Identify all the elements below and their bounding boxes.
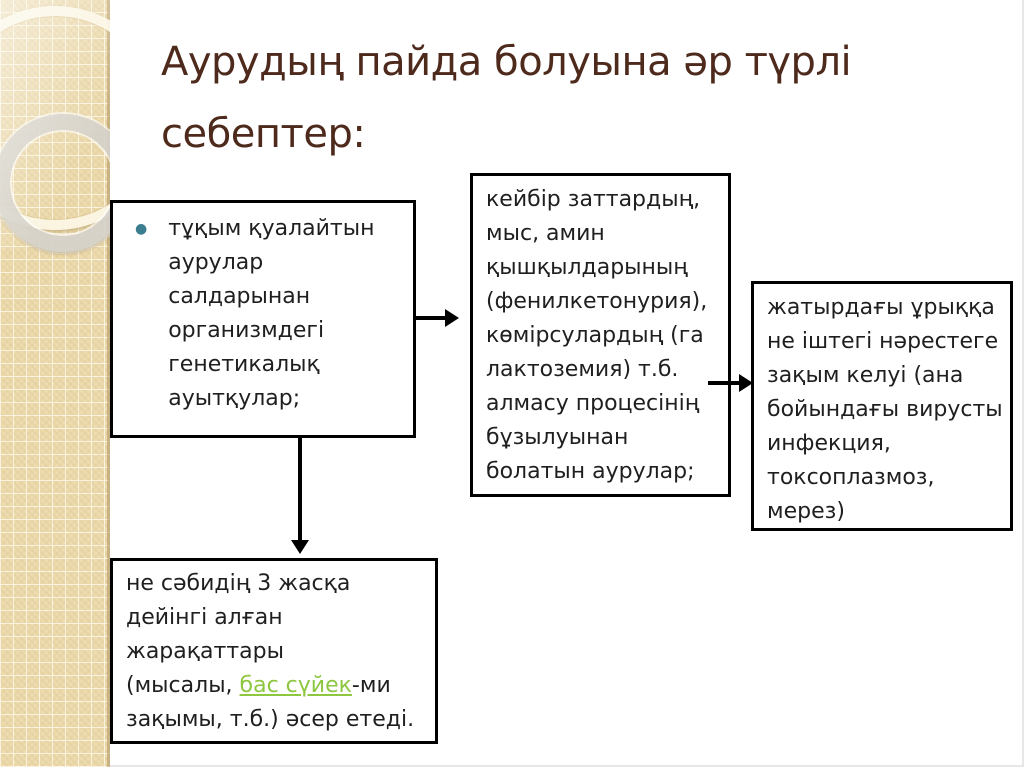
box-prenatal-text: жатырдағы ұрыққа не іштегі нәрестеге зақ… (767, 295, 1003, 524)
arrow-down-head-icon (291, 540, 309, 554)
box-hereditary-text: тұқым қуалайтын аурулар салдарынан орган… (168, 216, 375, 411)
box-trauma-text-before: не сәбидің 3 жасқа дейінгі алған жарақат… (126, 571, 351, 698)
arrow-right-head-icon (445, 309, 459, 327)
box-trauma-text-after: -ми зақымы, т.б.) әсер етеді. (126, 673, 415, 732)
sidebar-highlight (0, 0, 110, 250)
arrow-shaft (708, 381, 741, 385)
sidebar-decoration (0, 0, 110, 767)
box-hereditary-causes: ● тұқым қуалайтын аурулар салдарынан орг… (110, 200, 416, 438)
page-title-line-1: Аурудың пайда болуына әр түрлі (161, 39, 852, 85)
arrow-shaft (298, 437, 302, 541)
box-metabolic-causes: кейбір заттардың, мыс, амин қышқылдарыны… (470, 173, 731, 497)
box-metabolic-text: кейбір заттардың, мыс, амин қышқылдарыны… (486, 187, 708, 484)
page-title-line-2: себептер: (161, 111, 366, 157)
box-trauma-text: не сәбидің 3 жасқа дейінгі алған жарақат… (126, 567, 427, 737)
connector-arrow-hereditary-to-metabolic (415, 309, 459, 327)
box-childhood-trauma: не сәбидің 3 жасқа дейінгі алған жарақат… (110, 558, 438, 744)
box-prenatal-damage: жатырдағы ұрыққа не іштегі нәрестеге зақ… (751, 281, 1013, 531)
bullet-icon: ● (135, 221, 148, 237)
connector-arrow-hereditary-to-trauma (291, 437, 309, 554)
connector-arrow-metabolic-to-prenatal (708, 374, 753, 392)
arrow-right-head-icon (739, 374, 753, 392)
page-title: Аурудың пайда болуына әр түрлі себептер: (161, 26, 981, 170)
bas-suyek-link[interactable]: бас сүйек (239, 673, 352, 698)
arrow-shaft (415, 316, 447, 320)
